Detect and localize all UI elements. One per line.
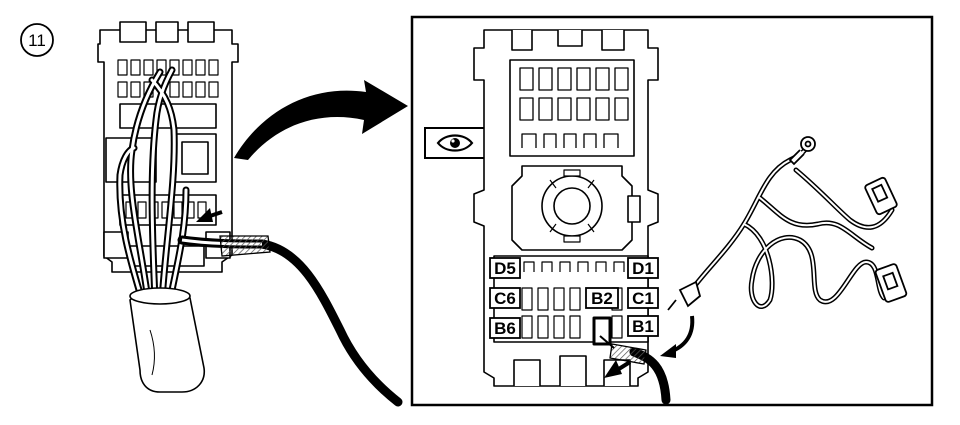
- curved-arrow-icon: [234, 80, 408, 160]
- eye-icon: [424, 127, 486, 159]
- svg-text:B2: B2: [591, 289, 613, 308]
- label-d5: D5: [489, 257, 521, 279]
- label-d1: D1: [627, 257, 659, 279]
- connector-labels: D5 D1 C6 B2 C1 B6 B1: [489, 257, 659, 339]
- ring-terminal: [788, 136, 816, 166]
- insertion-arrow-icon: [604, 360, 632, 378]
- wire-clip: [667, 280, 702, 311]
- ground-cable-detail: [599, 335, 671, 405]
- wire-conduit: [129, 287, 206, 393]
- svg-text:D5: D5: [494, 259, 516, 278]
- ground-cable: [177, 235, 403, 407]
- label-b6: B6: [489, 317, 521, 339]
- label-c6: C6: [489, 287, 521, 309]
- label-c1: C1: [627, 287, 659, 309]
- svg-text:B1: B1: [632, 317, 654, 336]
- step-number: 11: [28, 31, 46, 50]
- plug-connector-lower: [874, 263, 908, 303]
- label-b2: B2: [585, 287, 619, 309]
- svg-text:D1: D1: [632, 259, 654, 278]
- plug-connector-upper: [864, 176, 898, 216]
- curved-arrow-icon: [660, 315, 695, 358]
- target-slot: [592, 316, 612, 346]
- svg-text:C1: C1: [632, 289, 654, 308]
- svg-text:B6: B6: [494, 319, 516, 338]
- step-badge-icon: 11: [20, 23, 54, 57]
- svg-text:C6: C6: [494, 289, 516, 308]
- label-b1: B1: [627, 315, 659, 337]
- wiring-harness: [116, 66, 190, 304]
- insertion-arrow-icon: [196, 208, 223, 222]
